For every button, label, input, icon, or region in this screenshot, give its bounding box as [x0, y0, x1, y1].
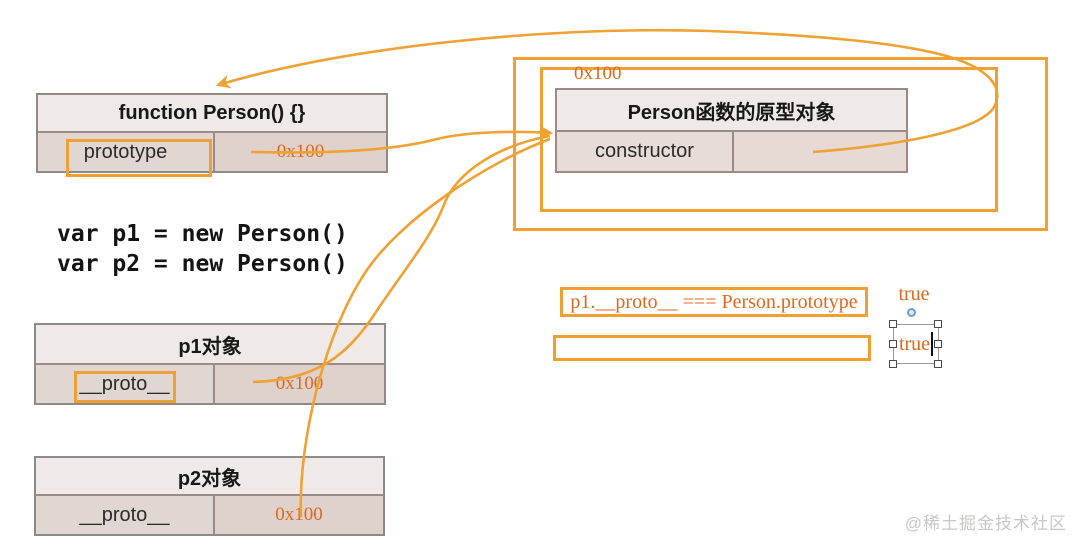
function-person-title: function Person() {}	[38, 95, 386, 133]
p2-object-table: p2对象 __proto__ 0x100	[34, 456, 385, 536]
p2-object-title: p2对象	[36, 458, 383, 496]
heap-address-label: 0x100	[574, 63, 622, 84]
comparison-result-label: true	[898, 283, 930, 305]
selection-handle-bottom-right[interactable]	[934, 360, 942, 368]
selection-handle-bottom-left[interactable]	[889, 360, 897, 368]
p1-proto-value-cell: 0x100	[215, 365, 384, 403]
prototype-highlight-box	[66, 139, 212, 177]
prototype-object-table: Person函数的原型对象 constructor	[555, 88, 908, 173]
p1-object-title: p1对象	[36, 325, 384, 365]
code-snippet: var p1 = new Person() var p2 = new Perso…	[57, 219, 348, 279]
selection-handle-top-left[interactable]	[889, 320, 897, 328]
text-cursor	[931, 332, 934, 356]
empty-answer-box	[553, 335, 871, 361]
code-line-1: var p1 = new Person()	[57, 221, 348, 247]
constructor-value-cell	[734, 132, 906, 171]
watermark: @稀土掘金技术社区	[904, 514, 1067, 533]
p2-proto-key-cell: __proto__	[36, 496, 215, 534]
rotate-handle-icon[interactable]	[907, 308, 916, 317]
prototype-value-cell: 0x100	[215, 133, 386, 171]
code-line-2: var p2 = new Person()	[57, 251, 348, 277]
selection-handle-top-right[interactable]	[934, 320, 942, 328]
constructor-key-cell: constructor	[557, 132, 734, 171]
selection-handle-mid-left[interactable]	[889, 340, 897, 348]
prototype-object-title: Person函数的原型对象	[557, 90, 906, 132]
editing-textbox-value[interactable]: true	[898, 332, 931, 355]
editing-textbox[interactable]: true	[893, 324, 939, 364]
table-row: __proto__ 0x100	[36, 496, 383, 534]
comparison-expression-box: p1.__proto__ === Person.prototype	[560, 287, 868, 317]
selection-handle-mid-right[interactable]	[934, 340, 942, 348]
proto-highlight-box	[74, 371, 176, 403]
table-row: constructor	[557, 132, 906, 171]
p2-proto-value-cell: 0x100	[215, 496, 383, 534]
